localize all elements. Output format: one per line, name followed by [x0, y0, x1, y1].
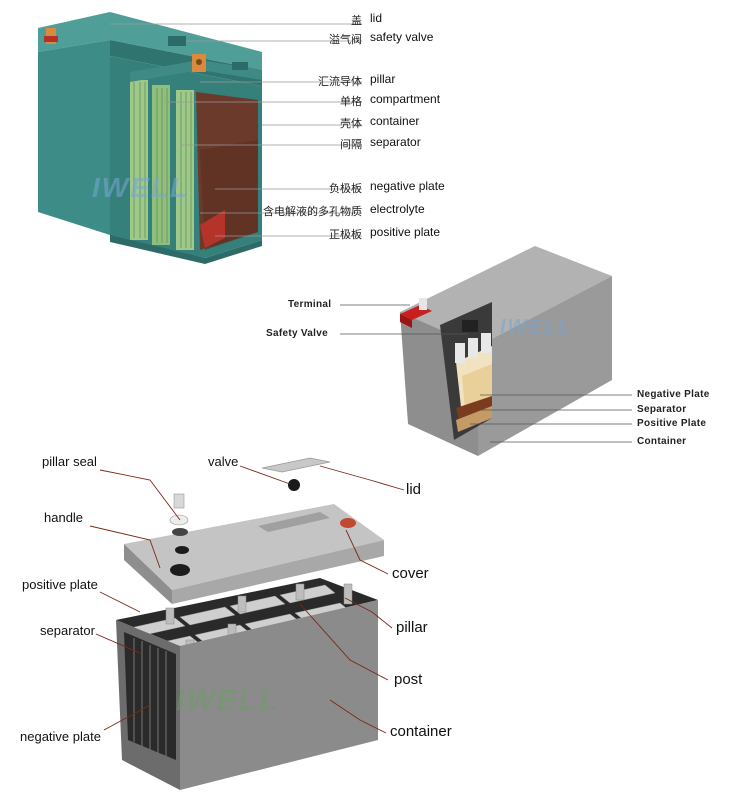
- label-safety-valve-cn: 溢气阀: [329, 33, 362, 46]
- label-lid-3: lid: [406, 481, 422, 498]
- iwell-logo-2: IWELL: [500, 316, 573, 338]
- label-container-2: Container: [637, 436, 687, 447]
- iwell-logo-3: IWELL: [176, 684, 280, 717]
- label-compartment-cn: 单格: [340, 95, 362, 108]
- label-separator-2: Separator: [637, 404, 687, 415]
- label-positive-plate-3: positive plate: [22, 577, 98, 592]
- label-lid: lid: [370, 11, 383, 25]
- label-terminal: Terminal: [288, 299, 332, 310]
- label-container-cn: 壳体: [340, 117, 362, 130]
- label-negative-plate: negative plate: [370, 179, 445, 193]
- teal-battery-cutaway: [38, 12, 262, 264]
- label-compartment: compartment: [370, 92, 441, 106]
- label-negative-plate-2: Negative Plate: [637, 389, 710, 400]
- label-pillar: pillar: [370, 72, 396, 86]
- label-pillar-3: pillar: [396, 619, 428, 636]
- exploded-battery: [116, 457, 384, 790]
- label-electrolyte: electrolyte: [370, 202, 425, 216]
- label-post: post: [394, 671, 423, 688]
- label-positive-plate: positive plate: [370, 225, 441, 239]
- diagram3-leader-lines: [89, 465, 405, 734]
- label-safety-valve-2: Safety Valve: [266, 328, 328, 339]
- label-separator-3: separator: [40, 623, 95, 638]
- iwell-logo-1: IWELL: [92, 172, 190, 203]
- label-pillar-seal: pillar seal: [42, 454, 97, 469]
- label-separator-cn: 间隔: [340, 138, 362, 151]
- grey-battery-cutaway: [400, 246, 612, 456]
- label-lid-cn: 盖: [351, 14, 362, 27]
- label-pillar-cn: 汇流导体: [318, 75, 362, 88]
- label-handle: handle: [44, 510, 84, 525]
- label-container-3: container: [390, 723, 452, 740]
- label-positive-plate-cn: 正极板: [329, 228, 362, 241]
- label-valve: valve: [208, 454, 239, 469]
- label-negative-plate-3: negative plate: [20, 729, 101, 744]
- label-separator: separator: [370, 135, 421, 149]
- label-cover: cover: [392, 565, 429, 582]
- diagram1-leader-lines: [110, 23, 362, 237]
- label-container: container: [370, 114, 420, 128]
- label-negative-plate-cn: 负极板: [329, 182, 362, 195]
- label-electrolyte-cn: 含电解液的多孔物质: [263, 205, 362, 218]
- label-positive-plate-2: Positive Plate: [637, 418, 707, 429]
- label-safety-valve: safety valve: [370, 30, 434, 44]
- diagram2-leader-lines: [340, 304, 632, 443]
